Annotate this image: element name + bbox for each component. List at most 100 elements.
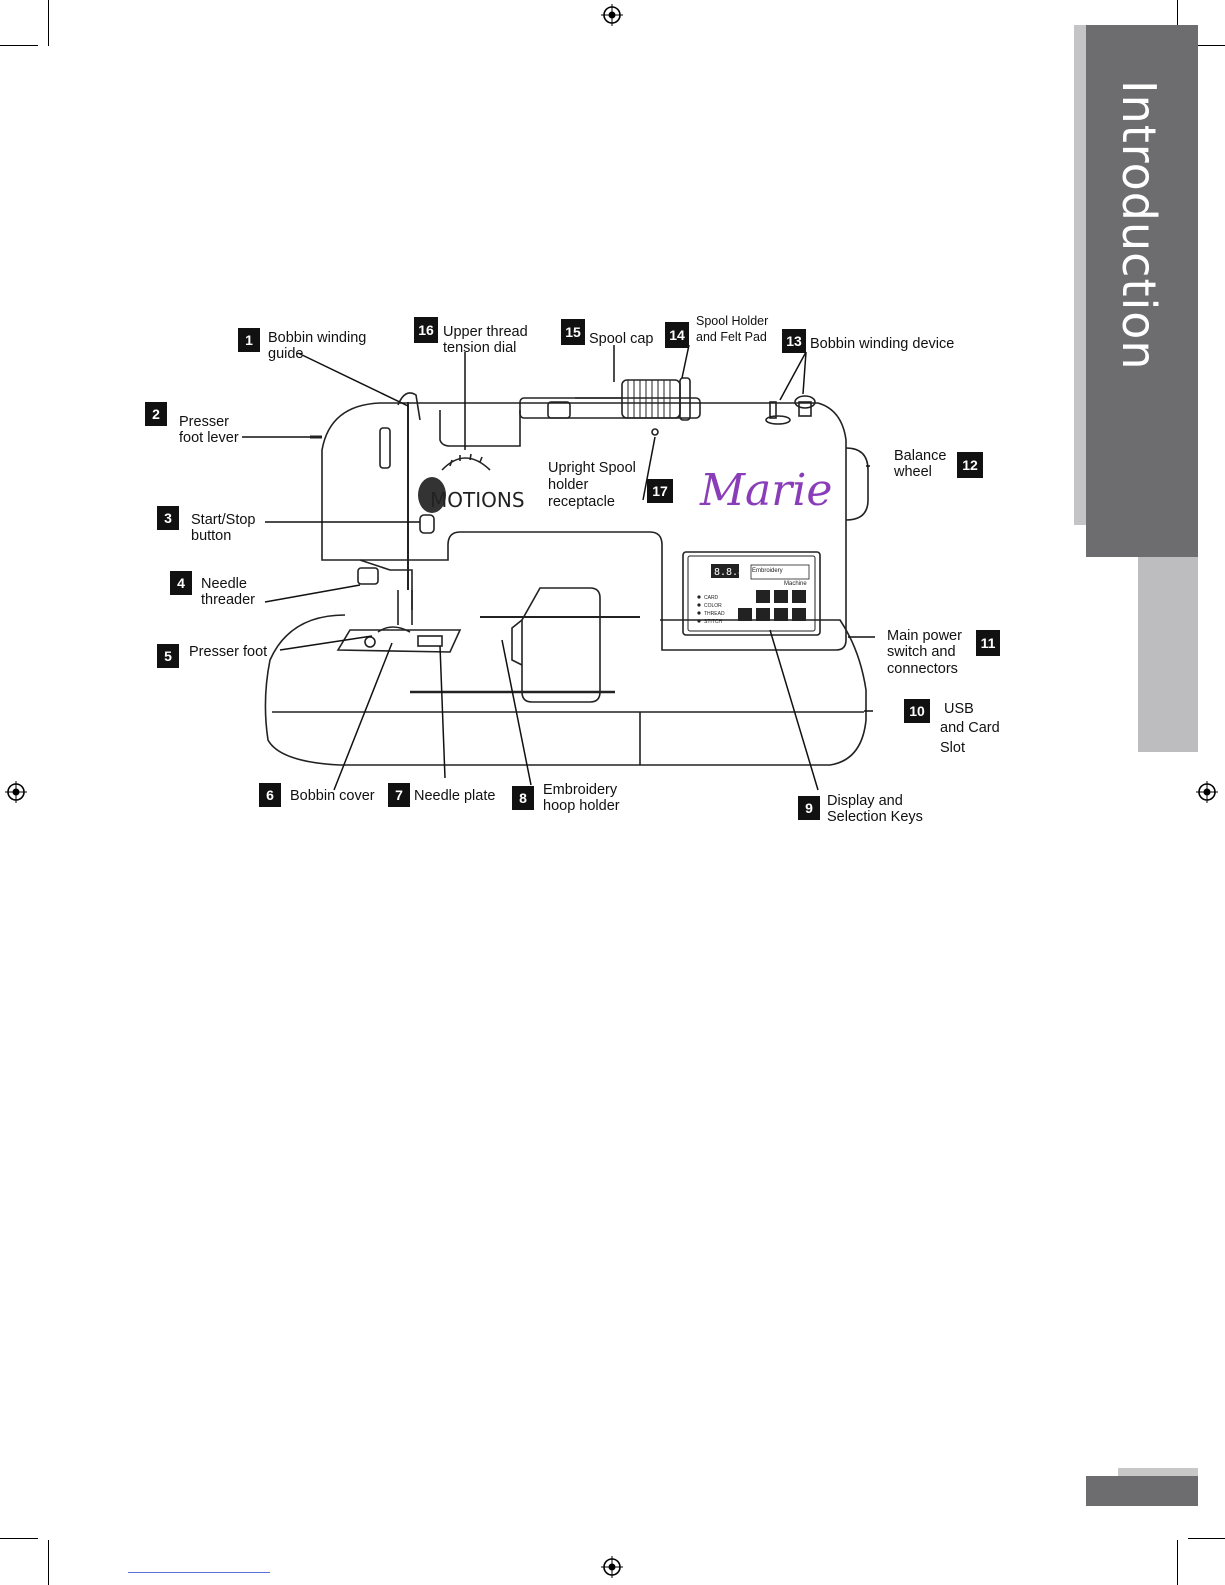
right-arrow-key-icon[interactable] [774,608,788,621]
callout-text: Selection Keys [827,809,923,825]
callout-text: Start/Stop [191,512,255,528]
callout-text: Presser [179,414,229,430]
callout-16: 16 Upper thread tension dial [414,317,528,356]
callout-14: 14 Spool Holder and Felt Pad [665,314,768,348]
callout-text: Bobbin winding [268,330,366,346]
registration-mark-icon [601,4,623,26]
control-panel: 8.8.8 Embroidery Machine CARD COLOR THRE… [697,564,810,625]
section-tab [1086,25,1198,557]
page-number-accent [1118,1468,1198,1476]
callout-text: Spool Holder [696,314,768,328]
callout-text: foot lever [179,430,239,446]
registration-mark-icon [1196,781,1218,803]
callout-number: 3 [164,510,172,526]
callout-text: Display and [827,793,903,809]
callout-number: 5 [164,648,172,664]
callout-text: Upper thread [443,324,528,340]
callout-number: 8 [519,790,527,806]
callout-15: 15 Spool cap [561,319,654,347]
callout-10: 10 USB and Card Slot [904,699,1000,756]
crop-mark [1188,1538,1225,1539]
callout-text: Needle plate [414,788,495,804]
led-label: THREAD [704,611,725,617]
callout-text: connectors [887,661,958,677]
callout-11: 11 Main power switch and connectors [887,628,1000,677]
callout-17: 17 Upright Spool holder receptacle [548,460,673,510]
callout-1: 1 Bobbin winding guide [238,328,366,362]
panel-caption: Machine [784,581,807,587]
display-readout: 8.8.8 [714,567,744,578]
callout-12: 12 Balance wheel [893,448,983,480]
callout-4: 4 Needle threader [170,571,255,608]
callout-9: 9 Display and Selection Keys [798,793,923,825]
callout-text: hoop holder [543,798,620,814]
led-label: CARD [704,595,719,601]
callout-number: 17 [652,483,668,499]
registration-mark-icon [5,781,27,803]
callout-number: 11 [981,635,996,651]
section-tab-accent [1074,25,1086,525]
callout-number: 10 [909,703,925,719]
up-arrow-key-icon[interactable] [756,590,770,603]
callout-7: 7 Needle plate [388,783,495,807]
callout-text: guide [268,346,303,362]
crop-mark [1177,1540,1178,1585]
panel-caption: Embroidery [752,568,783,574]
callout-number: 6 [266,787,274,803]
crop-mark [0,1538,38,1539]
callout-text: Needle [201,576,247,592]
machine-illustration [264,377,869,766]
footer-rule [128,1572,270,1573]
section-tab-title: Introduction [1112,80,1166,371]
callout-text: button [191,528,231,544]
callout-text: wheel [893,464,932,480]
callout-text: Slot [940,740,965,756]
callout-text: tension dial [443,340,516,356]
callout-text: Main power [887,628,962,644]
callout-text: Presser foot [189,644,267,660]
enter-key-icon[interactable] [792,608,806,621]
callout-number: 16 [418,322,434,338]
led-label: STITCH [704,619,722,625]
callout-text: receptacle [548,494,615,510]
callout-number: 1 [245,332,253,348]
callout-6: 6 Bobbin cover [259,783,375,807]
down-arrow-key-icon[interactable] [756,608,770,621]
callout-text: Balance [894,448,946,464]
brand-logo: MOTIONS [418,477,525,513]
registration-mark-icon [601,1556,623,1578]
led-display [711,564,739,578]
left-arrow-key-icon[interactable] [738,608,752,621]
callout-text: switch and [887,644,956,660]
crop-mark [48,1540,49,1585]
callout-text: Bobbin winding device [810,336,954,352]
crop-mark [1188,45,1225,46]
callout-text: Upright Spool [548,460,636,476]
callout-2: 2 Presser foot lever [145,402,239,446]
brand-logo-text: MOTIONS [430,488,525,512]
crop-mark [1177,0,1178,46]
key-icon[interactable] [774,590,788,603]
callout-number: 12 [962,457,978,473]
section-tab-accent [1138,557,1198,752]
callout-number: 9 [805,800,813,816]
callout-number: 7 [395,787,403,803]
signature-logo: Marie [699,465,832,516]
callout-number: 13 [786,333,802,349]
callout-text: Embroidery [543,782,618,798]
crop-mark [0,45,38,46]
key-icon[interactable] [792,590,806,603]
callout-13: 13 Bobbin winding device [782,329,954,353]
callout-number: 4 [177,575,185,591]
callout-8: 8 Embroidery hoop holder [512,782,620,814]
callout-labels: 1 Bobbin winding guide 2 Presser foot le… [145,314,1000,825]
led-label: COLOR [704,603,722,609]
callout-number: 2 [152,406,160,422]
callout-text: Spool cap [589,331,654,347]
callout-text: USB [944,701,974,717]
callout-text: and Felt Pad [696,330,767,344]
page-number-block [1086,1476,1198,1506]
callout-5: 5 Presser foot [157,644,267,668]
selection-keys [738,590,806,621]
